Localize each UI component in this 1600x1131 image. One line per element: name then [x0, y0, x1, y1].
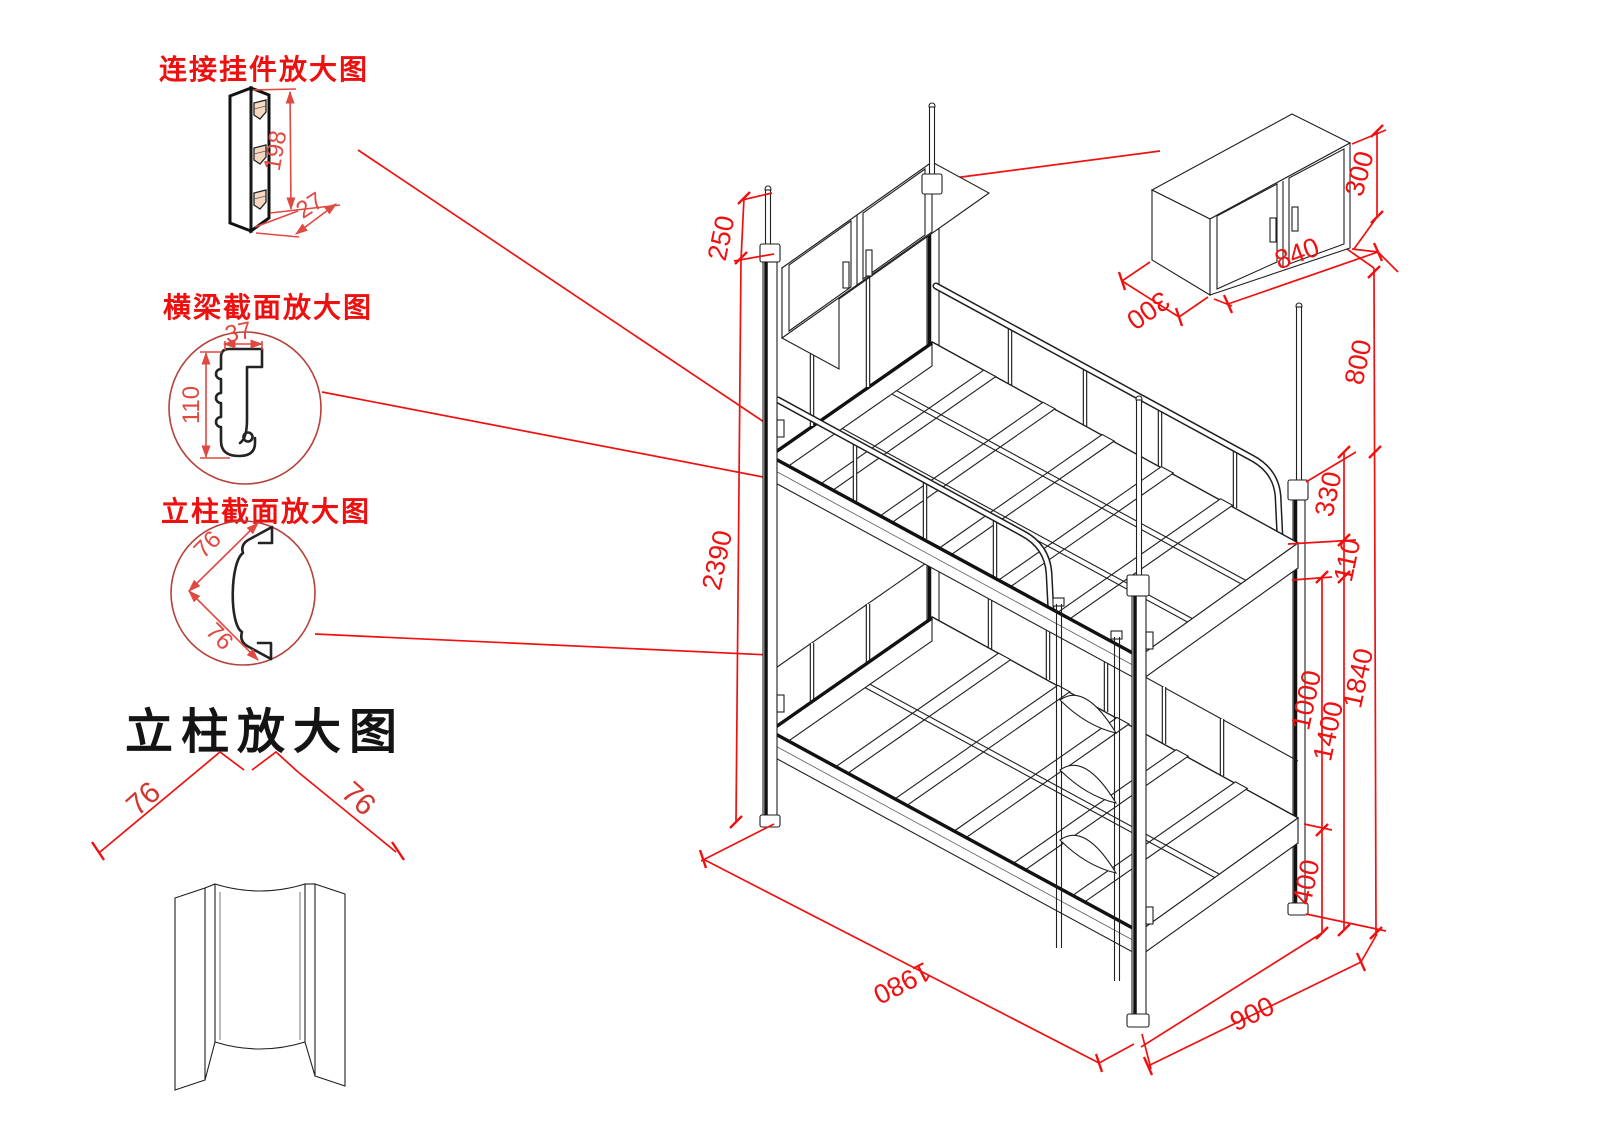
- front-guard-rail: [774, 396, 1055, 616]
- rear-guard-rail: [932, 282, 1284, 542]
- detail-beam-section: 横梁截面放大图 37 110: [163, 291, 373, 485]
- hook-connector-plate: [776, 419, 785, 438]
- dim-bracket-height: 198: [259, 129, 293, 173]
- detail-post-enlarged: 立柱放大图 76 76: [91, 706, 405, 1091]
- hook-connector-plate: [776, 694, 785, 713]
- detail-post-section-title: 立柱截面放大图: [161, 495, 371, 527]
- detail-hook-bracket: 连接挂件放大图 198 27: [159, 53, 369, 238]
- ladder-step: [1059, 834, 1118, 874]
- dim-beam-width: 37: [223, 317, 255, 349]
- door-handle: [865, 249, 873, 277]
- dim-beam-height: 110: [1328, 536, 1366, 584]
- bed-mounted-cabinet: [780, 160, 991, 370]
- detail-post-enlarged-title: 立柱放大图: [125, 706, 405, 759]
- lower-end-rails: [769, 558, 1299, 958]
- cabinet-detail-view: 300 840 300: [1117, 113, 1399, 336]
- cabinet-door-right: [1288, 148, 1345, 265]
- dim-post-side-b: 76: [200, 618, 238, 656]
- cabinet-door-right: [862, 167, 926, 281]
- rear-left-post-top: [921, 102, 943, 195]
- cabinet-door-left: [1216, 183, 1278, 290]
- dim-width: 900: [1225, 991, 1279, 1037]
- ladder: [1052, 597, 1123, 981]
- dim-cabinet-to-top: 800: [1339, 337, 1378, 387]
- dim-post3d-side-b: 76: [335, 776, 382, 823]
- dim-bracket-width: 27: [291, 187, 328, 224]
- upper-end-rails: [769, 277, 1299, 683]
- detail-hook-title: 连接挂件放大图: [159, 53, 369, 85]
- ladder-step: [1059, 694, 1118, 734]
- dim-beam-section-height: 110: [178, 386, 205, 424]
- front-left-post: [759, 185, 785, 828]
- ladder-step: [1059, 764, 1118, 804]
- front-right-post: [1126, 395, 1154, 1028]
- door-handle: [1269, 217, 1277, 243]
- dim-length: 1980: [869, 956, 936, 1010]
- detail-beam-title: 横梁截面放大图: [163, 291, 373, 323]
- cabinet-door-left: [788, 219, 852, 333]
- dim-pole-extension: 250: [702, 213, 741, 263]
- dim-total-height: 2390: [696, 528, 738, 593]
- dim-post3d-side-a: 76: [120, 776, 167, 823]
- lower-bunk-deck: [768, 616, 1300, 932]
- door-handle: [1291, 206, 1299, 232]
- door-handle: [842, 261, 850, 289]
- dim-post-side-a: 76: [189, 526, 227, 564]
- dim-cabinet-depth: 300: [1121, 285, 1175, 335]
- cabinet-front-face: [1209, 142, 1351, 296]
- detail-post-section: 立柱截面放大图 76 76: [161, 495, 371, 666]
- bed-isometric-view: [759, 102, 1309, 1028]
